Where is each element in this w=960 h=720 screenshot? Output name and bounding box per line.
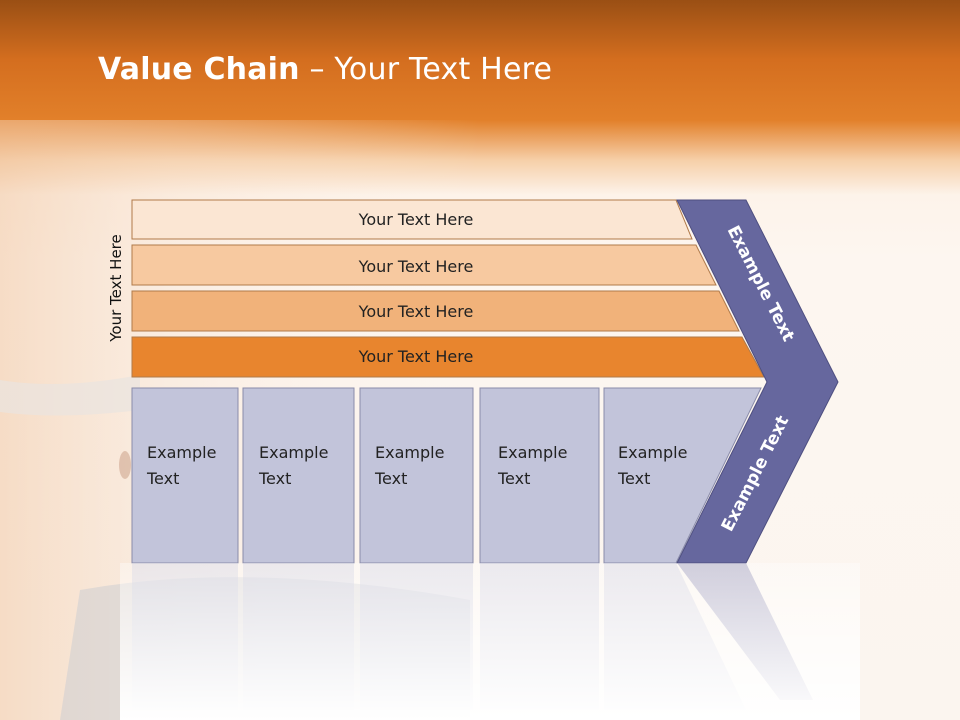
bar-3-shape (131, 290, 740, 332)
bar-1-shape (131, 199, 693, 240)
bar-2: Your Text Here (131, 244, 717, 286)
slide-title: Value Chain – Your Text Here (98, 52, 552, 87)
boxes-group: Example Text Example Text Example Text E… (131, 387, 762, 564)
box-3-line2: Text (374, 469, 407, 488)
bar-3: Your Text Here (131, 290, 740, 332)
bar-1-label: Your Text Here (358, 210, 474, 229)
bar-4: Your Text Here (131, 336, 765, 378)
box-4-shape (479, 387, 600, 564)
box-5-line2: Text (617, 469, 650, 488)
box-5: Example Text (603, 387, 762, 564)
box-5-line1: Example (618, 443, 687, 462)
title-rest: – Your Text Here (299, 52, 553, 87)
box-1-line1: Example (147, 443, 216, 462)
box-2: Example Text (242, 387, 355, 564)
box-4-line2: Text (497, 469, 530, 488)
box-1-line2: Text (146, 469, 179, 488)
box-3-line1: Example (375, 443, 444, 462)
bar-2-shape (131, 244, 717, 286)
box-4-line1: Example (498, 443, 567, 462)
title-bold: Value Chain (98, 52, 300, 87)
box-2-shape (242, 387, 355, 564)
box-1: Example Text (131, 387, 239, 564)
box-2-line1: Example (259, 443, 328, 462)
box-3: Example Text (359, 387, 474, 564)
bar-4-label: Your Text Here (358, 347, 474, 366)
box-2-line2: Text (258, 469, 291, 488)
bar-1: Your Text Here (131, 199, 693, 240)
bar-3-label: Your Text Here (358, 302, 474, 321)
bars-group: Your Text Here Your Text Here Your Text … (131, 199, 765, 378)
bar-2-label: Your Text Here (358, 257, 474, 276)
box-4: Example Text (479, 387, 600, 564)
box-3-shape (359, 387, 474, 564)
reflection-fade (120, 563, 860, 720)
